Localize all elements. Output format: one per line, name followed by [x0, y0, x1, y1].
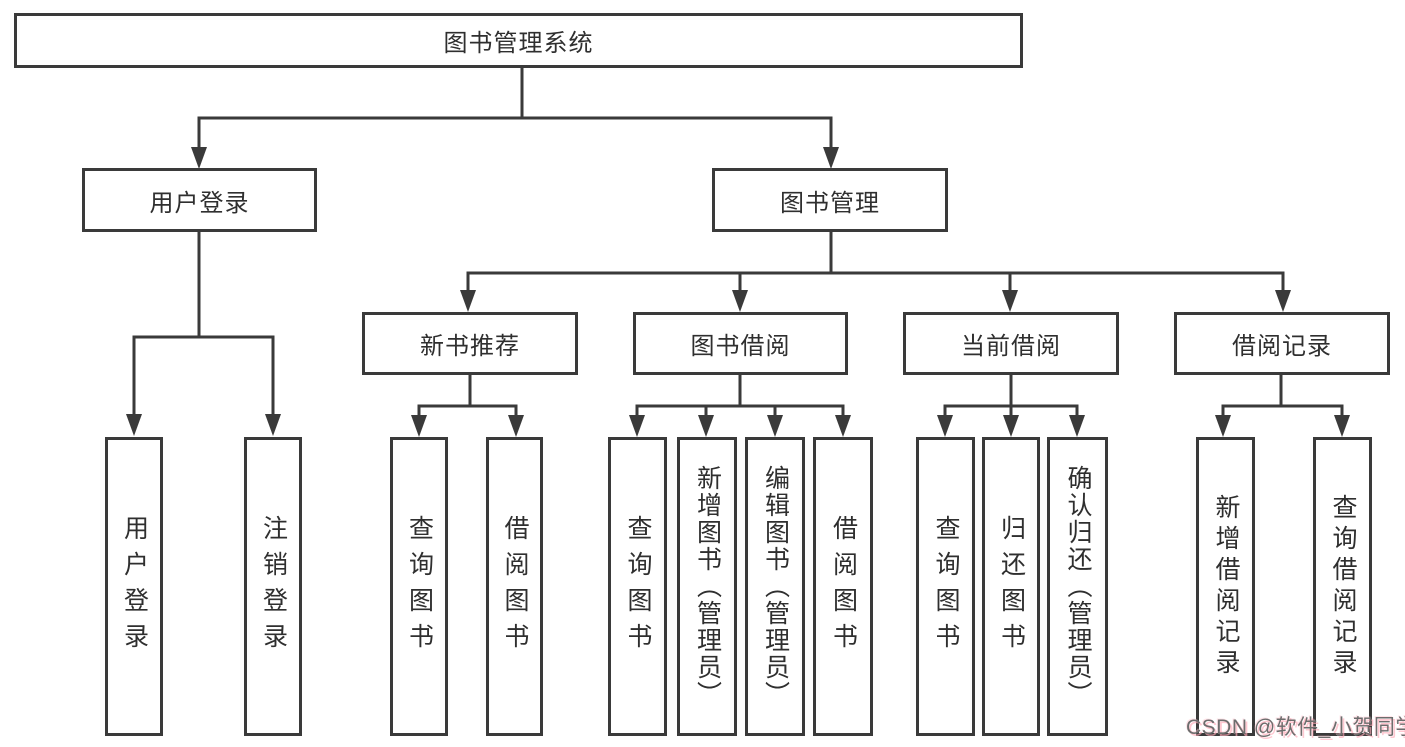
leaf-borrow-books-recommend: 借阅图书: [486, 437, 543, 736]
node-label: 查询图书: [932, 514, 960, 659]
node-label: 借阅记录: [1232, 333, 1332, 360]
leaf-query-books-recommend: 查询图书: [390, 437, 448, 736]
node-label: 用户登录: [149, 189, 250, 217]
node-label: 图书管理: [780, 189, 880, 217]
leaf-edit-books-admin: 编辑图书（管理员）: [745, 437, 805, 736]
node-label: 当前借阅: [961, 333, 1061, 360]
node-label: 新增借阅记录: [1212, 493, 1240, 680]
node-label: 归还图书: [997, 514, 1026, 659]
node-borrowing-records: 借阅记录: [1174, 312, 1390, 375]
node-new-book-recommend: 新书推荐: [362, 312, 578, 375]
node-user-login-branch: 用户登录: [82, 168, 317, 232]
leaf-return-books: 归还图书: [982, 437, 1040, 736]
node-label: 注销登录: [259, 514, 288, 659]
leaf-logout: 注销登录: [244, 437, 302, 736]
node-book-borrowing: 图书借阅: [633, 312, 848, 375]
leaf-user-login: 用户登录: [105, 437, 163, 736]
leaf-borrow-books: 借阅图书: [813, 437, 873, 736]
node-label: 查询图书: [405, 514, 434, 659]
leaf-confirm-return-admin: 确认归还（管理员）: [1047, 437, 1108, 736]
node-label: 确认归还（管理员）: [1064, 465, 1092, 708]
node-label: 新书推荐: [420, 333, 520, 360]
leaf-add-books-admin: 新增图书（管理员）: [677, 437, 737, 736]
node-label: 图书借阅: [690, 333, 791, 360]
node-label: 查询图书: [624, 514, 652, 659]
node-label: 用户登录: [120, 514, 149, 659]
node-system-root: 图书管理系统: [14, 13, 1023, 68]
node-label: 借阅图书: [829, 514, 858, 659]
node-label: 查询借阅记录: [1329, 493, 1357, 680]
node-book-management-branch: 图书管理: [712, 168, 948, 232]
node-current-borrowing: 当前借阅: [903, 312, 1119, 375]
arrowheads: [126, 147, 1350, 437]
node-label: 编辑图书（管理员）: [761, 465, 790, 708]
node-label: 新增图书（管理员）: [693, 465, 722, 708]
leaf-query-borrow-record: 查询借阅记录: [1313, 437, 1372, 736]
leaf-query-books-current: 查询图书: [916, 437, 975, 736]
leaf-add-borrow-record: 新增借阅记录: [1196, 437, 1255, 736]
csdn-watermark: CSDN @软件_小贺同学: [1186, 716, 1405, 739]
node-label: 图书管理系统: [443, 30, 594, 57]
leaf-query-books-borrowing: 查询图书: [608, 437, 667, 736]
node-label: 借阅图书: [501, 514, 529, 659]
